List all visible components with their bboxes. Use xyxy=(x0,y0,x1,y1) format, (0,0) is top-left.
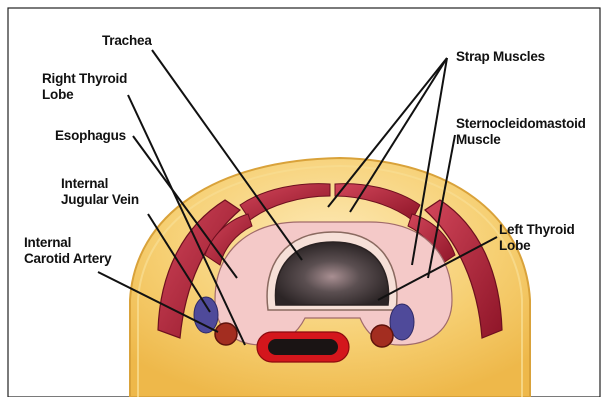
label-sternocleidomastoid-muscle: Sternocleidomastoid Muscle xyxy=(456,116,596,148)
label-internal-carotid-artery: Internal Carotid Artery xyxy=(24,235,111,267)
label-internal-jugular-vein: Internal Jugular Vein xyxy=(61,176,139,208)
left-internal-carotid-artery xyxy=(371,325,393,347)
right-internal-jugular-vein xyxy=(194,297,218,333)
right-internal-carotid-artery xyxy=(215,323,237,345)
esophagus-lumen xyxy=(268,339,338,355)
label-esophagus: Esophagus xyxy=(55,128,126,144)
label-left-thyroid-lobe: Left Thyroid Lobe xyxy=(499,222,575,254)
label-strap-muscles: Strap Muscles xyxy=(456,49,545,65)
label-right-thyroid-lobe: Right Thyroid Lobe xyxy=(42,71,127,103)
label-trachea: Trachea xyxy=(102,33,152,49)
